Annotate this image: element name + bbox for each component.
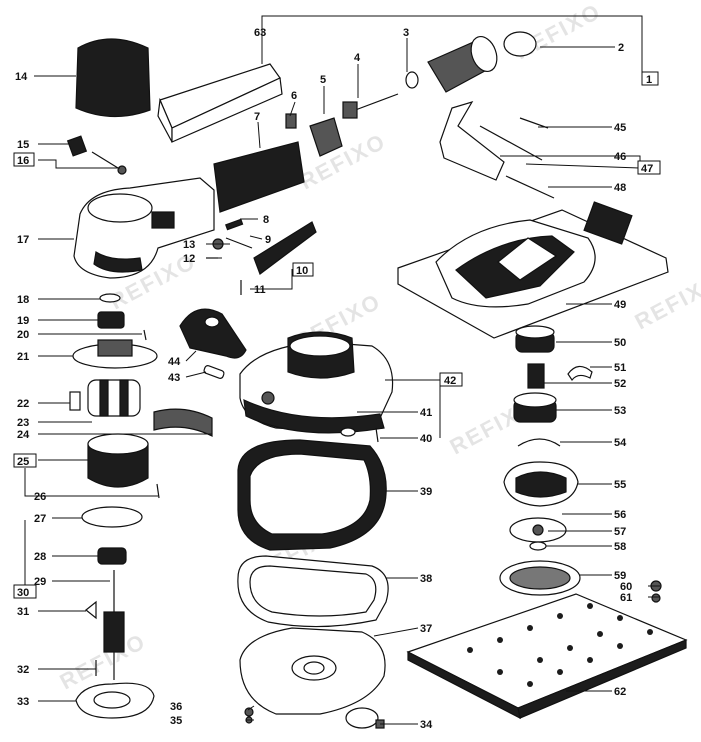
part-bearing-stack [503,325,593,551]
watermark: REFIXO [296,128,391,194]
label-part-50: 50 [614,337,626,349]
label-part-1: 1 [646,74,652,86]
label-part-13: 13 [183,239,195,251]
label-part-44: 44 [168,356,181,368]
part-bolt [342,93,399,119]
part-pad-plate [239,627,386,715]
part-seal-ring [237,555,389,628]
label-part-62: 62 [614,686,626,698]
label-part-55: 55 [614,479,626,491]
label-part-35: 35 [170,715,182,727]
label-part-30: 30 [17,587,29,599]
label-part-19: 19 [17,315,29,327]
label-part-47: 47 [641,163,653,175]
label-part-61: 61 [620,592,632,604]
label-part-2: 2 [618,42,624,54]
label-part-32: 32 [17,664,29,676]
label-part-6: 6 [291,90,297,102]
label-part-54: 54 [614,437,627,449]
part-hose-adapter [405,31,537,93]
label-part-57: 57 [614,526,626,538]
label-part-25: 25 [17,456,29,468]
label-part-37: 37 [420,623,432,635]
part-screw [285,113,297,129]
label-part-11: 11 [254,284,266,296]
label-box [439,372,463,387]
label-part-5: 5 [320,74,326,86]
part-sanding-pad [406,593,688,720]
label-part-27: 27 [34,513,46,525]
label-part-41: 41 [420,407,432,419]
label-part-26: 26 [34,491,46,503]
part-dust-bag [75,38,151,118]
parts-layer [66,31,688,729]
label-part-33: 33 [17,696,29,708]
part-labels: 1 2 3 4 5 6 7 8 9 10 11 12 13 14 15 16 1… [13,27,661,731]
label-part-59: 59 [614,570,626,582]
label-part-53: 53 [614,405,626,417]
label-part-42: 42 [444,375,456,387]
label-part-28: 28 [34,551,46,563]
label-part-48: 48 [614,182,626,194]
label-part-22: 22 [17,398,29,410]
label-part-18: 18 [17,294,29,306]
label-part-63: 63 [254,27,266,39]
part-hose-sleeve [157,63,283,143]
label-box [13,584,37,599]
label-part-34: 34 [420,719,433,731]
label-part-52: 52 [614,378,626,390]
part-small-hardware [206,218,317,295]
label-part-3: 3 [403,27,409,39]
label-part-16: 16 [17,155,29,167]
label-part-43: 43 [168,372,180,384]
part-base-plate [397,201,669,339]
label-part-24: 24 [17,429,30,441]
label-part-38: 38 [420,573,432,585]
part-bearing-housing [87,433,160,499]
part-motor-stack [69,293,213,437]
part-lever [179,308,247,379]
label-part-31: 31 [17,606,29,618]
label-part-39: 39 [420,486,432,498]
label-part-45: 45 [614,122,626,134]
label-box [637,160,661,175]
label-part-10: 10 [296,265,308,277]
part-filter [213,141,305,213]
label-part-58: 58 [614,541,626,553]
part-housing [73,177,215,279]
label-part-7: 7 [254,111,260,123]
part-screw-washer [650,580,662,603]
label-part-29: 29 [34,576,46,588]
part-shaft-assembly [75,506,155,719]
label-part-4: 4 [354,52,361,64]
label-part-51: 51 [614,362,626,374]
part-sanding-disc [499,560,581,596]
label-part-40: 40 [420,433,432,445]
label-part-56: 56 [614,509,626,521]
label-part-15: 15 [17,139,29,151]
label-part-17: 17 [17,234,29,246]
label-part-36: 36 [170,701,182,713]
label-part-9: 9 [265,234,271,246]
part-screw-spring [66,135,127,175]
label-part-60: 60 [620,581,632,593]
label-part-46: 46 [614,151,626,163]
label-part-23: 23 [17,417,29,429]
part-base-cover [239,331,394,443]
part-clamp-lever [439,100,555,199]
label-part-20: 20 [17,329,29,341]
label-part-14: 14 [15,71,28,83]
label-box [641,71,659,86]
label-part-8: 8 [263,214,269,226]
part-skirt [237,439,387,551]
label-box [292,262,314,277]
part-fitting [309,117,343,157]
label-part-49: 49 [614,299,626,311]
label-box [13,453,37,468]
label-part-21: 21 [17,351,29,363]
label-part-12: 12 [183,253,195,265]
label-box [13,152,35,167]
leader-lines [24,15,660,725]
